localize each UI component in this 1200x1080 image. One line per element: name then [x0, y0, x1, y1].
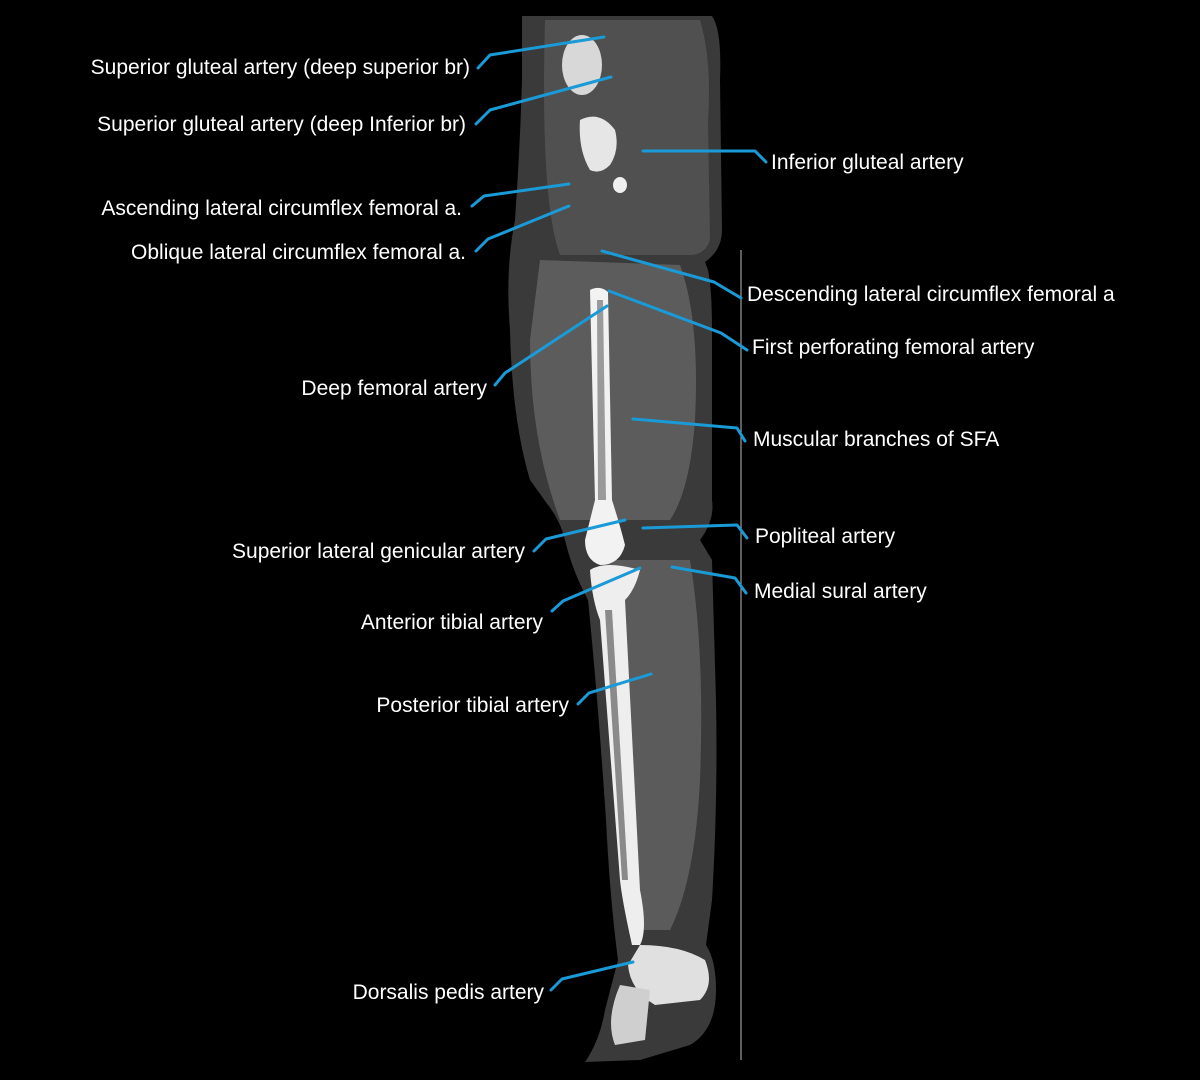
label-ascending-lateral-circumflex-femoral: Ascending lateral circumflex femoral a.: [101, 197, 462, 220]
label-superior-gluteal-deep-inferior: Superior gluteal artery (deep Inferior b…: [97, 113, 466, 136]
label-superior-lateral-genicular-artery: Superior lateral genicular artery: [232, 540, 525, 563]
label-deep-femoral-artery: Deep femoral artery: [301, 377, 487, 400]
label-first-perforating-femoral-artery: First perforating femoral artery: [752, 336, 1035, 359]
label-inferior-gluteal-artery: Inferior gluteal artery: [771, 151, 964, 174]
label-anterior-tibial-artery: Anterior tibial artery: [360, 611, 543, 634]
label-popliteal-artery: Popliteal artery: [755, 525, 896, 548]
label-oblique-lateral-circumflex-femoral: Oblique lateral circumflex femoral a.: [131, 241, 466, 264]
label-medial-sural-artery: Medial sural artery: [754, 580, 927, 603]
label-muscular-branches-sfa: Muscular branches of SFA: [753, 428, 1000, 451]
label-posterior-tibial-artery: Posterior tibial artery: [376, 694, 569, 717]
label-dorsalis-pedis-artery: Dorsalis pedis artery: [352, 981, 544, 1004]
label-superior-gluteal-deep-superior: Superior gluteal artery (deep superior b…: [90, 56, 470, 79]
label-descending-lateral-circumflex-femoral: Descending lateral circumflex femoral a: [747, 283, 1115, 306]
